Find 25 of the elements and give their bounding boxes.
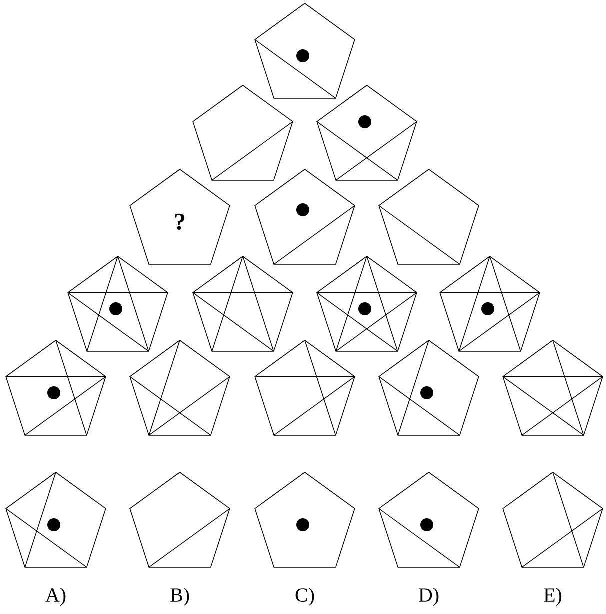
- option-label: C): [296, 588, 314, 606]
- pentagon-drawing: [502, 340, 604, 436]
- pentagon-drawing: [130, 472, 230, 568]
- pentagon-drawing: [130, 340, 230, 436]
- pentagon-drawing: [192, 85, 294, 181]
- pentagon-drawing: [316, 256, 418, 352]
- pentagon-drawing: [378, 169, 480, 265]
- pentagon-drawing: [440, 256, 540, 352]
- pentagon-drawing: ?: [130, 169, 230, 265]
- pentagon-drawing: [378, 340, 480, 436]
- pentagon-drawing: [254, 340, 356, 436]
- pentagon-drawing: [502, 472, 604, 568]
- pentagon-drawing: [192, 256, 294, 352]
- pentagon-drawing: [254, 3, 356, 99]
- option-label: D): [419, 588, 439, 606]
- pentagon-drawing: [254, 169, 356, 265]
- pentagon-drawing: [316, 85, 418, 181]
- option-label: A): [46, 588, 66, 606]
- pentagon-drawing: [254, 472, 356, 568]
- pentagon-drawing: [378, 472, 480, 568]
- option-label: B): [170, 588, 190, 606]
- option-label: E): [544, 588, 562, 606]
- pentagon-drawing: [68, 256, 168, 352]
- pentagon-drawing: [6, 340, 106, 436]
- pentagon-drawing: [6, 472, 106, 568]
